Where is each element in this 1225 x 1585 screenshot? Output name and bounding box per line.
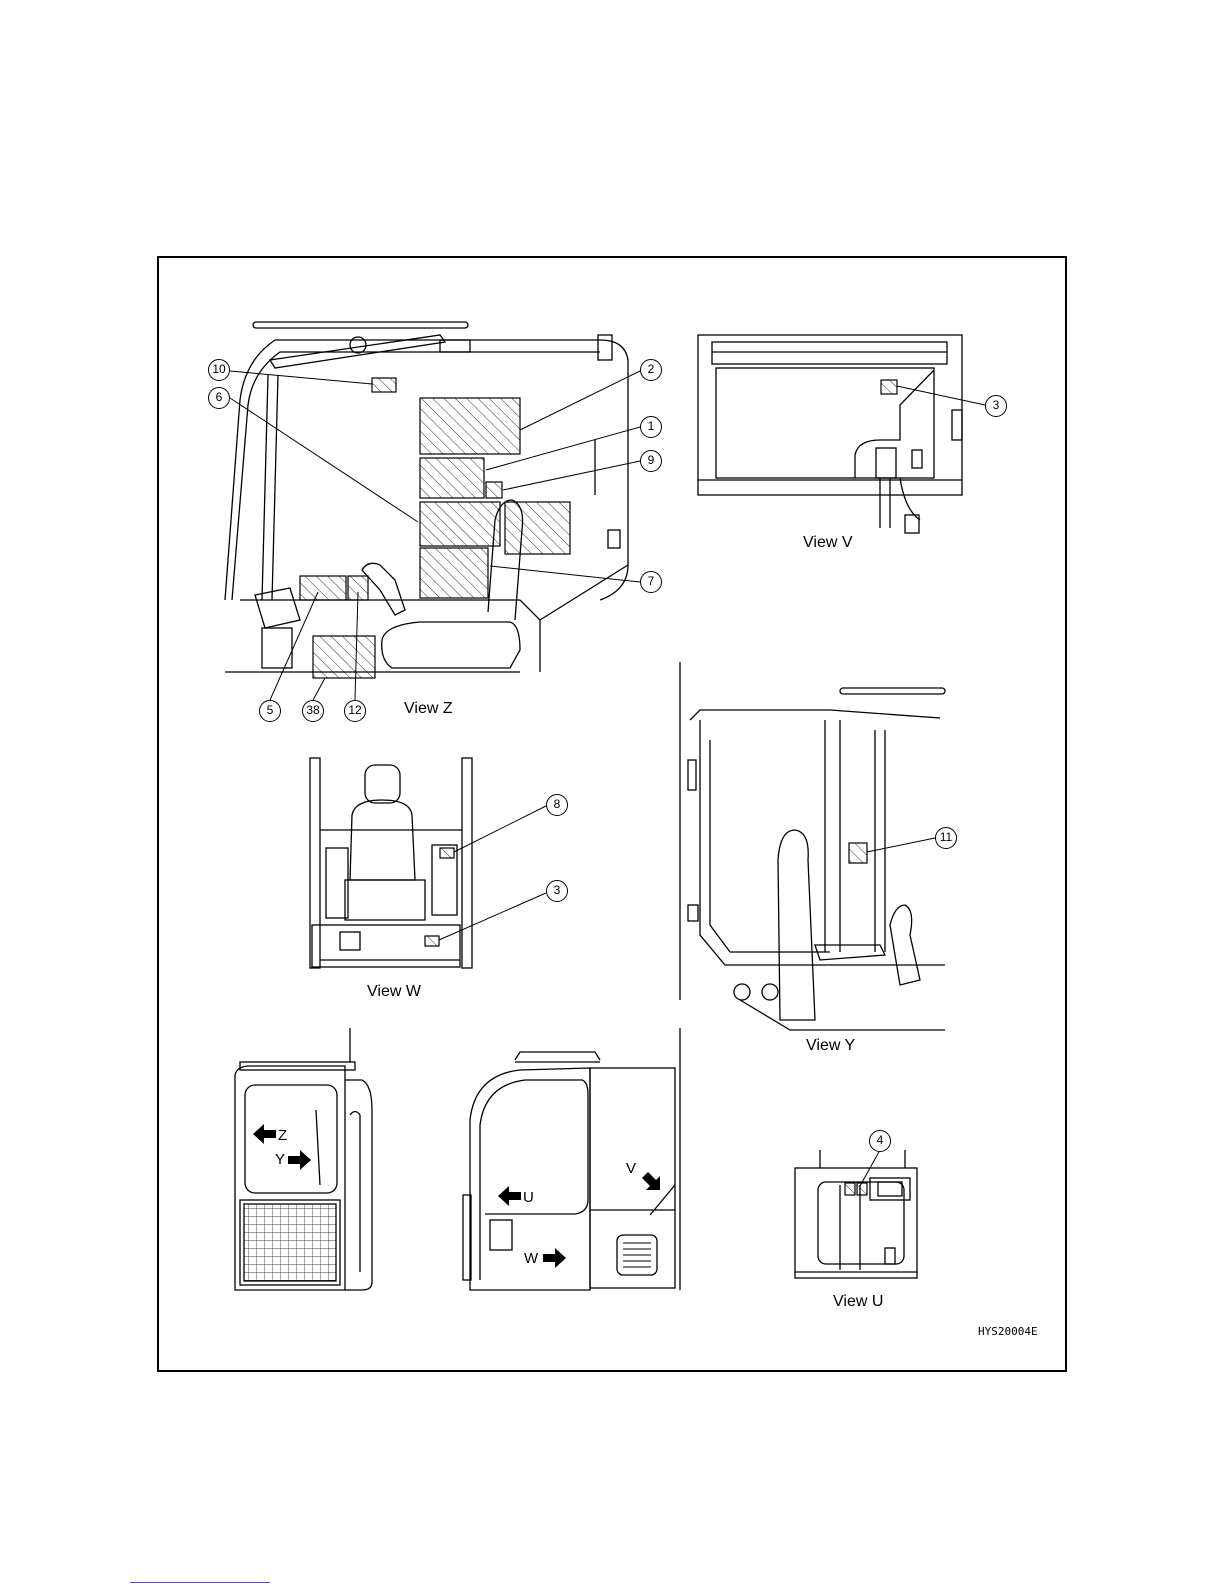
view-y-decal-11 [849,843,867,863]
callout-10: 10 [208,359,230,381]
callout-1: 1 [640,416,662,438]
callout-9: 9 [640,450,662,472]
callout-3-view-w: 3 [546,880,568,902]
view-w-label: View W [367,983,421,1001]
footer-rule [130,1582,270,1583]
view-v-drawing [698,335,962,533]
side-view-arrows [498,1172,660,1268]
view-y-label: View Y [806,1037,855,1055]
view-u-decals [845,1183,867,1195]
callout-3: 3 [985,395,1007,417]
view-v-decal-3 [881,380,897,394]
arrow-label-u: U [523,1189,534,1206]
view-u-label: View U [833,1293,883,1311]
arrow-label-w: W [524,1250,538,1267]
view-v-label: View V [803,534,853,552]
callout-5: 5 [259,700,281,722]
arrow-label-v: V [626,1160,636,1177]
callout-12: 12 [344,700,366,722]
callout-4: 4 [869,1130,891,1152]
callout-2: 2 [640,359,662,381]
cab-side-drawing [463,1028,680,1290]
view-w-decals [425,848,454,946]
callout-7: 7 [640,571,662,593]
callout-38: 38 [302,700,324,722]
callout-8: 8 [546,794,568,816]
view-y-drawing [680,662,945,1030]
callout-11: 11 [935,827,957,849]
view-u-drawing [795,1150,917,1278]
callout-6: 6 [208,387,230,409]
figure-code: HYS20004E [978,1325,1038,1338]
arrow-label-z: Z [278,1127,287,1144]
arrow-label-y: Y [275,1151,285,1168]
view-z-label: View Z [404,700,453,718]
view-z-decals [300,378,570,678]
